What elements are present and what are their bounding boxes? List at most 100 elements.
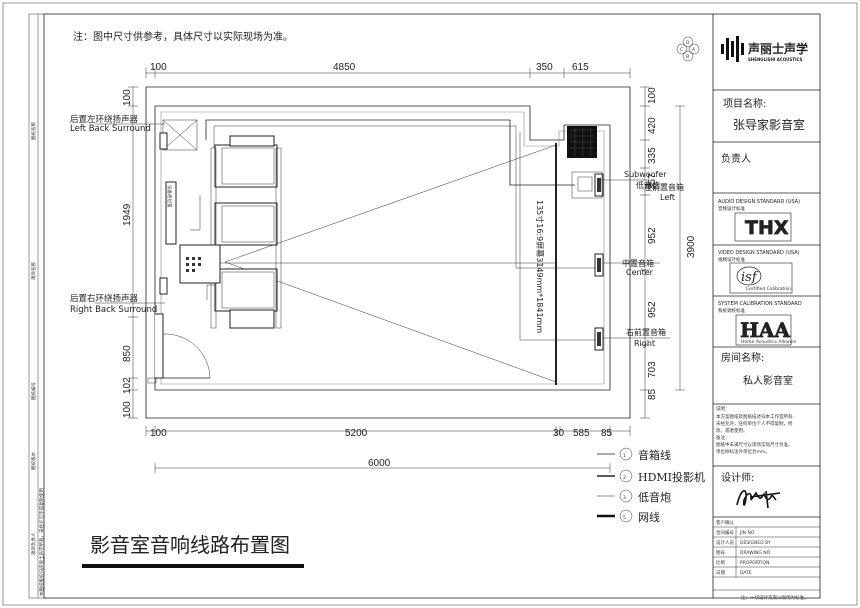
svg-text:isf: isf bbox=[741, 270, 759, 285]
isf-logo: isf Certified Calibration bbox=[729, 262, 793, 294]
svg-text:1: 1 bbox=[623, 453, 626, 459]
room-value: 私人影音室 bbox=[743, 374, 793, 387]
rear-left-label-en: Left Back Surround bbox=[70, 124, 151, 134]
room-label: 房间名称: bbox=[721, 351, 764, 364]
brand-name: 声丽士声学 bbox=[747, 41, 808, 56]
subwoofer-label-cn: 低音炮 bbox=[636, 180, 660, 190]
svg-text:单位除标注外单位为mm。: 单位除标注外单位为mm。 bbox=[716, 448, 770, 455]
rack-label: 设备柜位置 bbox=[166, 185, 173, 208]
svg-text:图号: 图号 bbox=[716, 550, 725, 556]
margin-stamp: 图纸名称 bbox=[30, 122, 37, 140]
brand-logo: 声丽士声学 SHENGLISHI ACOUSTICS bbox=[721, 36, 808, 62]
margin-stamps: 图纸名称 项目名称 图纸编号 图纸版本 项目负责人 本图纸版权归声丽士声学所有，… bbox=[30, 122, 45, 596]
dim-top-3: 615 bbox=[572, 62, 589, 73]
dim-right-5: 952 bbox=[647, 301, 658, 318]
dim-bottom-0: 100 bbox=[150, 428, 167, 439]
dim-right-1: 420 bbox=[647, 117, 658, 134]
front-right-label-en: Right bbox=[634, 339, 655, 348]
legend-label: 音箱线 bbox=[638, 448, 671, 462]
inner-wall bbox=[154, 105, 611, 391]
margin-stamp: 图纸版本 bbox=[30, 452, 37, 470]
video-std-cn: 视频设计标准 bbox=[718, 256, 745, 263]
cal-std-label: SYSTEM CALIBRATION STANDARD bbox=[718, 301, 802, 307]
svg-text:说明：: 说明： bbox=[716, 405, 730, 412]
speaker-cable-run bbox=[519, 132, 595, 341]
svg-text:DRAWING NO: DRAWING NO bbox=[740, 550, 771, 556]
notes-block: 说明： 本方案图纸及图纸描述归本工作室所有, 未经允许，任何单位个人不得复制，修… bbox=[716, 405, 794, 455]
legend: 1 音箱线 2 HDMI投影机 3 低音炮 5 网线 bbox=[597, 447, 705, 524]
dim-left-1: 1949 bbox=[122, 203, 133, 226]
speaker-labels: 后置左环绕扬声器 Left Back Surround 后置右环绕扬声器 Rig… bbox=[70, 114, 684, 348]
dim-top-1: 4850 bbox=[333, 62, 356, 73]
svg-text:B: B bbox=[686, 54, 689, 60]
center-label-en: Center bbox=[626, 268, 654, 277]
side-cabinet bbox=[165, 181, 177, 245]
dim-right-0: 100 bbox=[647, 87, 658, 104]
dim-right-2: 335 bbox=[647, 147, 658, 164]
svg-text:HAA: HAA bbox=[740, 318, 790, 342]
legend-label: HDMI投影机 bbox=[638, 470, 705, 484]
front-left-label-en: Left bbox=[660, 193, 675, 202]
dim-left-3: 102 bbox=[122, 377, 133, 394]
svg-text:Home Acoustics Alliance: Home Acoustics Alliance bbox=[741, 339, 796, 345]
svg-text:未经允许，任何单位个人不得复制，修: 未经允许，任何单位个人不得复制，修 bbox=[716, 420, 793, 427]
dim-top-0: 100 bbox=[150, 62, 167, 73]
dim-left-0: 100 bbox=[122, 89, 133, 106]
subwoofer-label: Subwoofer bbox=[624, 170, 667, 179]
margin-stamp: 项目名称 bbox=[30, 262, 37, 280]
title-block bbox=[712, 14, 820, 598]
svg-text:C: C bbox=[680, 47, 683, 53]
margin-stamp: 项目负责人 bbox=[30, 532, 37, 555]
seating-rows bbox=[210, 135, 282, 329]
outer-wall bbox=[145, 86, 631, 419]
rear-right-label-en: Right Back Surround bbox=[70, 305, 157, 315]
note-text: 注：图中尺寸供参考，具体尺寸以实际现场为准。 bbox=[73, 30, 293, 43]
dim-right-total: 3900 bbox=[686, 235, 697, 258]
svg-text:JIN NO: JIN NO bbox=[739, 530, 755, 536]
haa-logo: HAA Home Acoustics Alliance bbox=[735, 314, 796, 346]
margin-bottom-text: 本图纸版权归声丽士声学所有，未经许可不得复制使用 bbox=[38, 488, 45, 596]
svg-text:DESIGNED BY: DESIGNED BY bbox=[740, 540, 771, 546]
projection-line bbox=[224, 261, 557, 383]
svg-text:合同编号: 合同编号 bbox=[716, 529, 734, 536]
svg-text:2: 2 bbox=[623, 475, 626, 481]
compass-badge: DC AB bbox=[676, 36, 700, 62]
svg-text:PROPORTION: PROPORTION bbox=[740, 560, 769, 566]
info-rows: 合同编号 JIN NO 设计人员 DESIGNED BY 图号 DRAWING … bbox=[716, 529, 771, 576]
designer-signature bbox=[736, 490, 781, 509]
dim-bottom-3: 585 bbox=[573, 428, 590, 439]
dim-bottom-1: 5200 bbox=[345, 428, 368, 439]
dim-top-2: 350 bbox=[536, 62, 553, 73]
svg-text:Certified Calibration: Certified Calibration bbox=[746, 286, 791, 292]
dim-bottom-2: 30 bbox=[553, 428, 565, 439]
dim-right-6: 703 bbox=[647, 361, 658, 378]
dim-bottom-total: 6000 bbox=[368, 458, 391, 469]
audio-std-label: AUDIO DESIGN STANDARD (USA) bbox=[718, 199, 800, 205]
legend-label: 低音炮 bbox=[638, 490, 671, 504]
door-frame bbox=[155, 313, 164, 379]
front-left-label-cn: 左前置音箱 bbox=[644, 182, 684, 192]
rear-left-speaker bbox=[159, 132, 168, 150]
svg-text:本方案图纸及图纸描述归本工作室所有,: 本方案图纸及图纸描述归本工作室所有, bbox=[716, 413, 794, 420]
floor-plan: 135寸16:9屏幕3149mm*1841mm bbox=[145, 86, 631, 419]
dim-left-2: 850 bbox=[122, 345, 133, 362]
front-right-label-cn: 右前置音箱 bbox=[626, 327, 666, 337]
rear-right-label-cn: 后置右环绕扬声器 bbox=[70, 293, 139, 304]
footer-note: 注：一切设计方案以现场为标准。 bbox=[741, 594, 809, 601]
svg-text:图纸中未满尺寸以现场实际尺寸为准，: 图纸中未满尺寸以现场实际尺寸为准， bbox=[716, 441, 793, 448]
video-std-label: VIDEO DESIGN STANDARD (USA) bbox=[718, 250, 800, 256]
designer-label: 设计师: bbox=[721, 471, 754, 484]
dim-right-4: 952 bbox=[647, 227, 658, 244]
rear-left-label-cn: 后置左环绕扬声器 bbox=[70, 114, 139, 125]
projection-line bbox=[224, 144, 557, 263]
svg-text:5: 5 bbox=[623, 515, 626, 521]
project-label: 项目名称: bbox=[723, 97, 766, 110]
client-sign-label: 客户确认 bbox=[716, 519, 734, 526]
screen-label: 135寸16:9屏幕3149mm*1841mm bbox=[535, 200, 545, 333]
dim-bottom-4: 85 bbox=[601, 428, 613, 439]
svg-text:3: 3 bbox=[623, 495, 626, 501]
thx-logo: THX bbox=[734, 212, 792, 242]
drawing-title: 影音室音响线路布置图 bbox=[90, 533, 290, 557]
